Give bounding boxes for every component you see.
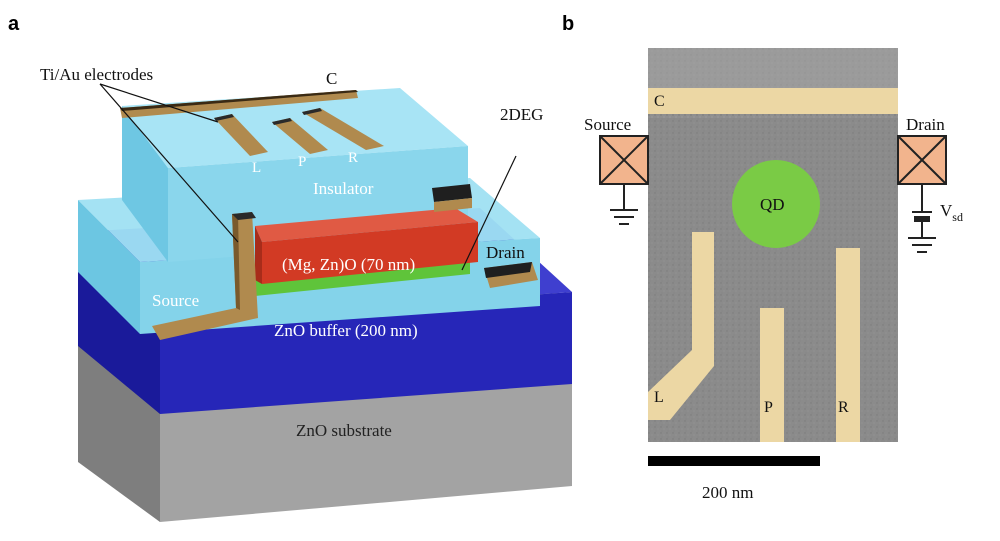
drain-top-contact [432, 184, 472, 212]
gate-r-label: R [348, 150, 358, 166]
drain-electrode [484, 262, 538, 288]
panel-a: a [8, 13, 572, 522]
source-ground-icon [610, 184, 638, 225]
gate-l-bar [214, 114, 268, 156]
twodeg-leader [461, 155, 517, 271]
substrate-label: ZnO substrate [296, 421, 392, 440]
mgzno-label: (Mg, Zn)O (70 nm) [282, 255, 415, 274]
quantum-dot [732, 160, 820, 248]
gate-c-bar [120, 90, 358, 118]
gate-l-label: L [252, 160, 261, 176]
drain-contact [897, 135, 947, 185]
vsd-label: Vsd [940, 201, 963, 224]
twodeg-label: 2DEG [500, 105, 543, 124]
scale-bar-label: 200 nm [702, 483, 753, 502]
gate-p-label: P [298, 154, 306, 170]
gate-r-bar [302, 108, 384, 150]
source-label: Source [152, 291, 199, 310]
mgzno-layer [255, 208, 478, 284]
twodeg-layer [255, 262, 470, 296]
electrode-leader-1 [99, 83, 219, 123]
b-gate-p-label: P [764, 399, 773, 416]
qd-label: QD [760, 195, 785, 214]
gate-r-strip [836, 248, 860, 442]
voltage-source-icon [908, 184, 936, 253]
b-drain-label: Drain [906, 115, 945, 134]
panel-a-letter: a [8, 13, 20, 35]
buffer-label: ZnO buffer (200 nm) [274, 321, 418, 340]
source-contact [599, 135, 649, 185]
insulator-label: Insulator [313, 179, 374, 198]
electrodes-label: Ti/Au electrodes [40, 65, 153, 84]
gate-p-strip [760, 308, 784, 442]
b-source-label: Source [584, 115, 631, 134]
gate-l-strip [648, 232, 714, 420]
b-gate-r-label: R [838, 399, 849, 416]
b-gate-l-label: L [654, 389, 664, 406]
electrode-leader-2 [99, 83, 239, 243]
gate-p-bar [272, 118, 328, 154]
scale-bar [648, 456, 820, 466]
panel-b: b QD C L P R Source [562, 13, 963, 502]
b-gate-c-label: C [654, 93, 665, 110]
gate-c-strip [648, 88, 898, 114]
gate-c-label: C [326, 69, 337, 88]
panel-b-letter: b [562, 13, 574, 35]
drain-label: Drain [486, 243, 525, 262]
